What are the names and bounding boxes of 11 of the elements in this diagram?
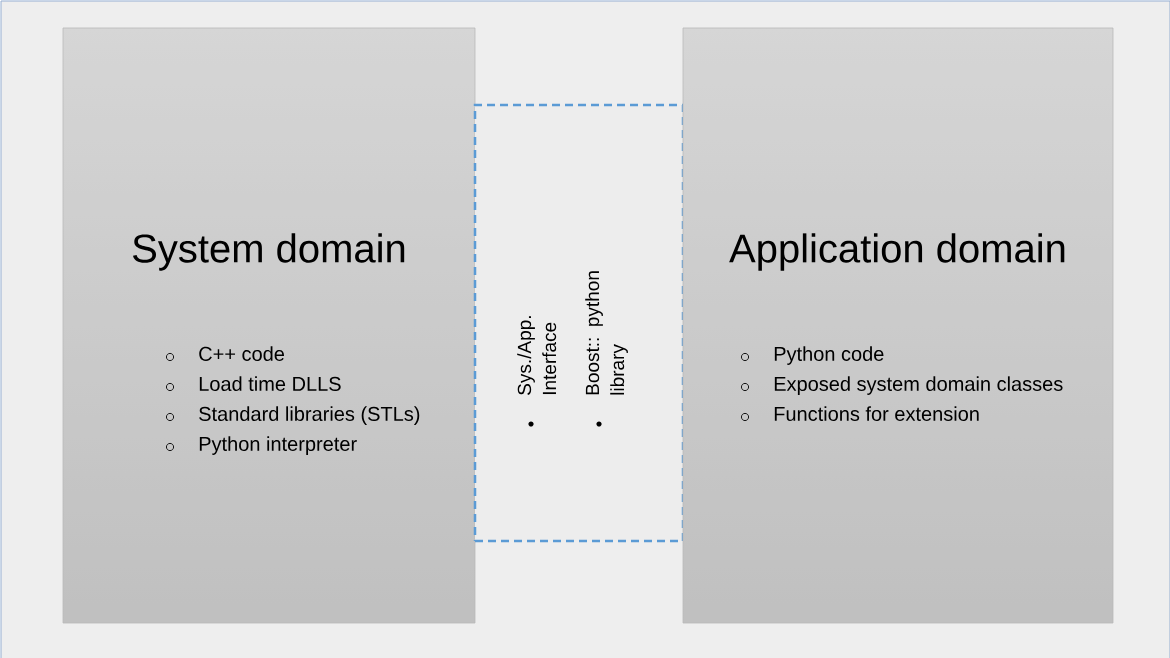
list-item: Python code: [774, 346, 884, 365]
list-item: Load time DLLS: [199, 376, 341, 391]
list-item: Standard libraries (STLs): [199, 406, 420, 425]
list-item: Sys./App. Interface: [517, 316, 557, 395]
panel-heading: Application domain: [729, 233, 1065, 271]
list-item: Exposed system domain classes: [774, 376, 1063, 395]
list-item: Functions for extension: [774, 406, 979, 421]
list-item: Boost:: python library: [585, 271, 628, 395]
list-item: C++ code: [199, 346, 284, 361]
panel-heading: System domain: [133, 233, 405, 271]
list-item: Python interpreter: [199, 436, 357, 455]
